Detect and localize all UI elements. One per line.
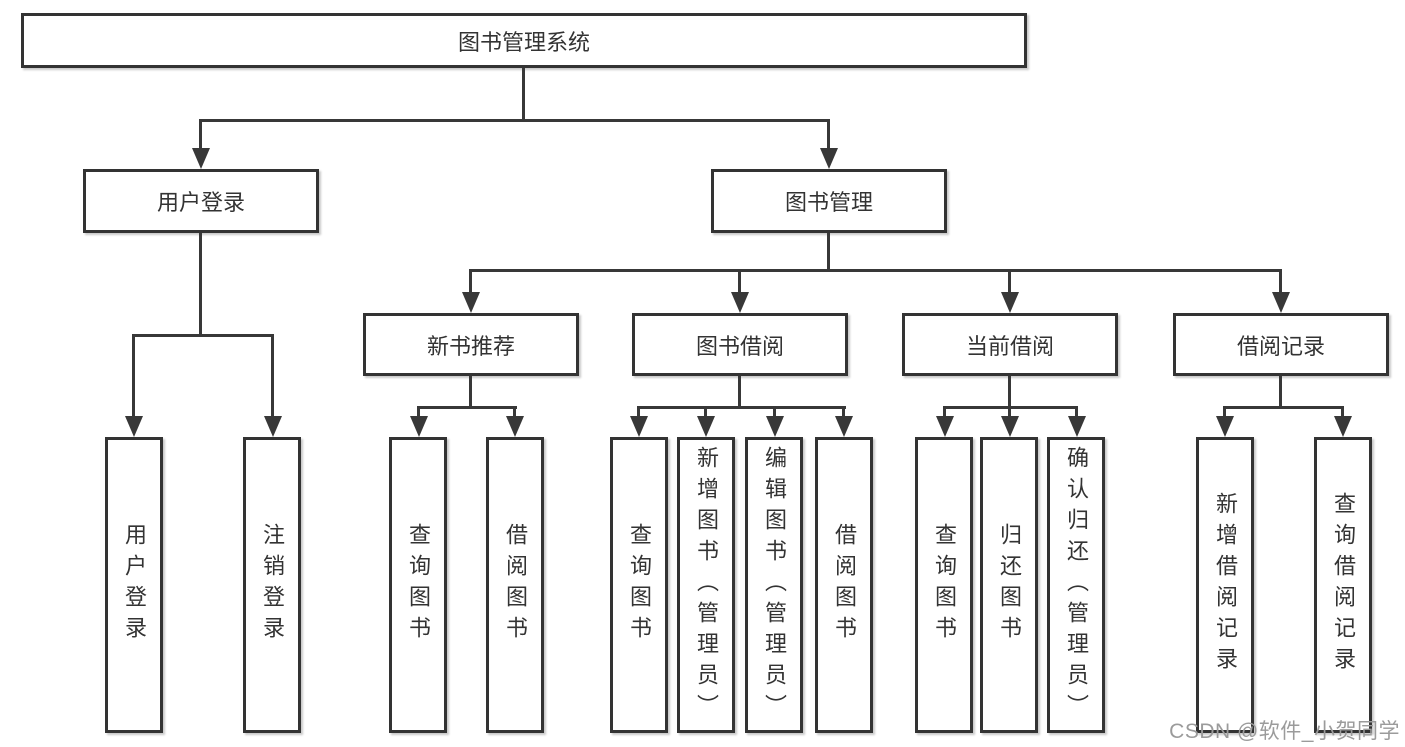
connector-line [522, 68, 525, 122]
connector-line [132, 334, 135, 418]
leaf-label: 归还图书 [997, 523, 1022, 647]
connector-line [827, 119, 830, 150]
connector-line [637, 406, 846, 409]
arrow-down-icon [630, 416, 648, 437]
leaf-label: 查询借阅记录 [1331, 492, 1356, 678]
connector-line [417, 406, 420, 417]
node-root: 图书管理系统 [21, 13, 1027, 68]
connector-line [132, 334, 274, 337]
connector-line [943, 406, 946, 417]
connector-line [1008, 269, 1011, 294]
connector-line [1075, 406, 1078, 417]
leaf-add-borrow-record: 新增借阅记录 [1196, 437, 1254, 733]
arrow-down-icon [462, 292, 480, 313]
connector-line [827, 233, 830, 272]
arrow-down-icon [506, 416, 524, 437]
connector-line [1279, 376, 1282, 409]
connector-line [842, 406, 845, 417]
connector-line [469, 269, 472, 294]
connector-line [513, 406, 516, 417]
connector-line [1008, 376, 1011, 409]
connector-line [469, 376, 472, 409]
arrow-down-icon [697, 416, 715, 437]
leaf-borrow-book-recommend: 借阅图书 [486, 437, 544, 733]
connector-line [469, 269, 1282, 272]
leaf-query-book-recommend: 查询图书 [389, 437, 447, 733]
leaf-borrow-book: 借阅图书 [815, 437, 873, 733]
leaf-label: 借阅图书 [503, 523, 528, 647]
arrow-down-icon [1001, 416, 1019, 437]
connector-line [417, 406, 517, 409]
node-new-book-recommend: 新书推荐 [363, 313, 579, 376]
connector-line [1279, 269, 1282, 294]
leaf-confirm-return-admin: 确认归还（管理员） [1047, 437, 1105, 733]
node-borrow-record: 借阅记录 [1173, 313, 1389, 376]
connector-line [738, 376, 741, 409]
arrow-down-icon [1001, 292, 1019, 313]
node-book-borrow: 图书借阅 [632, 313, 848, 376]
connector-line [199, 233, 202, 337]
arrow-down-icon [1272, 292, 1290, 313]
connector-line [199, 119, 202, 150]
connector-line [738, 269, 741, 294]
leaf-label: 注销登录 [260, 523, 285, 647]
arrow-down-icon [192, 148, 210, 169]
node-current-borrow: 当前借阅 [902, 313, 1118, 376]
connector-line [1008, 406, 1011, 417]
arrow-down-icon [820, 148, 838, 169]
arrow-down-icon [1334, 416, 1352, 437]
leaf-return-book: 归还图书 [980, 437, 1038, 733]
leaf-label: 查询图书 [406, 523, 431, 647]
leaf-label: 查询图书 [627, 523, 652, 647]
connector-line [704, 406, 707, 417]
connector-line [1223, 406, 1344, 409]
connector-line [271, 334, 274, 418]
leaf-query-borrow-record: 查询借阅记录 [1314, 437, 1372, 733]
node-book-management: 图书管理 [711, 169, 947, 233]
connector-line [199, 119, 830, 122]
arrow-down-icon [125, 416, 143, 437]
arrow-down-icon [264, 416, 282, 437]
arrow-down-icon [835, 416, 853, 437]
leaf-user-login: 用户登录 [105, 437, 163, 733]
leaf-label: 借阅图书 [832, 523, 857, 647]
arrow-down-icon [1068, 416, 1086, 437]
leaf-add-book-admin: 新增图书（管理员） [677, 437, 735, 733]
leaf-label: 新增图书（管理员） [694, 445, 719, 725]
leaf-label: 确认归还（管理员） [1064, 445, 1089, 725]
leaf-query-book-borrow: 查询图书 [610, 437, 668, 733]
leaf-label: 编辑图书（管理员） [762, 445, 787, 725]
arrow-down-icon [936, 416, 954, 437]
watermark: CSDN @软件_小贺同学 [1169, 720, 1400, 743]
leaf-edit-book-admin: 编辑图书（管理员） [745, 437, 803, 733]
node-user-login: 用户登录 [83, 169, 319, 233]
connector-line [1341, 406, 1344, 417]
connector-line [1223, 406, 1226, 417]
leaf-label: 查询图书 [932, 523, 957, 647]
leaf-query-book-current: 查询图书 [915, 437, 973, 733]
leaf-label: 用户登录 [122, 523, 147, 647]
connector-line [637, 406, 640, 417]
arrow-down-icon [731, 292, 749, 313]
leaf-logout: 注销登录 [243, 437, 301, 733]
arrow-down-icon [766, 416, 784, 437]
leaf-label: 新增借阅记录 [1213, 492, 1238, 678]
arrow-down-icon [1216, 416, 1234, 437]
connector-line [773, 406, 776, 417]
arrow-down-icon [410, 416, 428, 437]
